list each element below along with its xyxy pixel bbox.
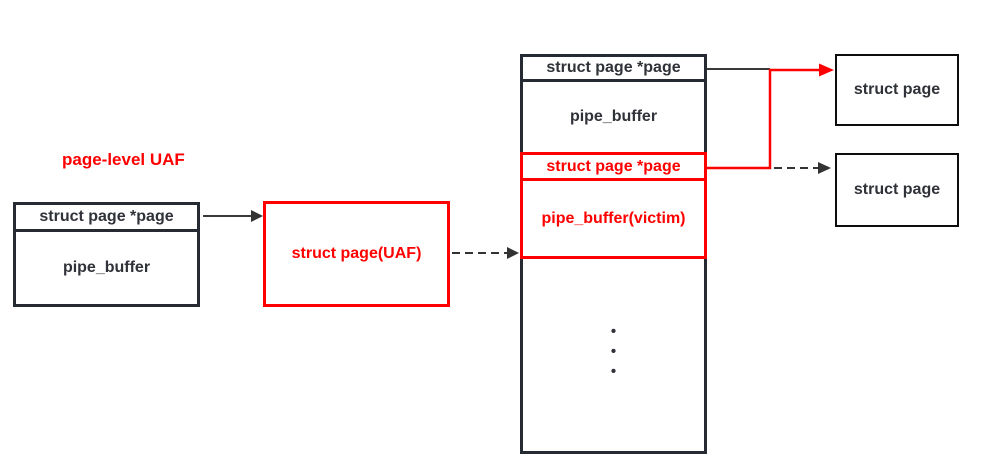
struct-page-label: struct page bbox=[853, 81, 941, 98]
struct-page-label: struct page bbox=[853, 181, 941, 198]
pipe-ring-box: struct page *page pipe_buffer struct pag… bbox=[520, 54, 707, 454]
pipe-buffer-cell: pipe_buffer bbox=[569, 108, 658, 125]
pipe-buffer-box: struct page *page pipe_buffer bbox=[13, 202, 200, 307]
victim-struct-page-pointer-cell: struct page *page bbox=[523, 155, 704, 181]
diagram-title: page-level UAF bbox=[62, 150, 185, 169]
ellipsis-dot: • bbox=[610, 363, 617, 380]
struct-page-uaf-label: struct page(UAF) bbox=[291, 245, 422, 262]
victim-pipe-buffer-cell: pipe_buffer(victim) bbox=[541, 209, 686, 227]
arrow-red-victim-pointer-to-top-page bbox=[707, 63, 834, 170]
ellipsis-dot: • bbox=[610, 343, 617, 360]
arrow-victim-pointer-to-bottom-page bbox=[709, 162, 831, 174]
struct-page-pointer-cell: struct page *page bbox=[523, 57, 704, 82]
struct-page-box-bottom: struct page bbox=[835, 153, 959, 227]
arrow-pipe-buffer-to-uaf-page bbox=[203, 210, 263, 222]
struct-page-box-top: struct page bbox=[835, 54, 959, 126]
ellipsis-dot: • bbox=[610, 323, 617, 340]
vertical-ellipsis: • • • bbox=[523, 323, 704, 380]
pipe-buffer-cell: pipe_buffer bbox=[62, 259, 151, 276]
arrow-uaf-page-to-victim bbox=[452, 247, 519, 259]
struct-page-pointer-cell: struct page *page bbox=[16, 205, 197, 232]
struct-page-uaf-box: struct page(UAF) bbox=[263, 201, 450, 307]
victim-pipe-buffer-box: struct page *page pipe_buffer(victim) bbox=[520, 152, 707, 259]
